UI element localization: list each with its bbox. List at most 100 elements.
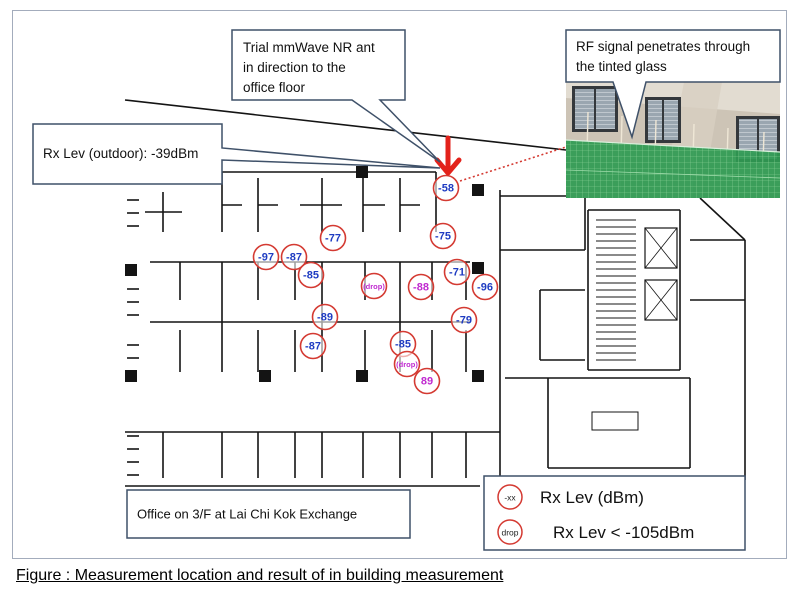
measurement-value: -88	[413, 282, 429, 294]
measurement-value: -89	[317, 312, 333, 324]
measurement-ring	[319, 224, 347, 252]
legend-drop-marker-icon	[497, 519, 523, 545]
legend-drop-item: drop Rx Lev < -105dBm	[497, 519, 694, 545]
measurement-point: -71	[443, 258, 471, 286]
floor-plan-column	[472, 262, 484, 274]
legend-level-marker-icon	[497, 484, 523, 510]
measurement-point: -85	[297, 261, 325, 289]
measurement-value: -77	[325, 233, 341, 245]
floor-plan-lift-cross	[644, 279, 678, 321]
legend-level-marker-text: -xx	[504, 493, 516, 503]
legend-level-item: -xx Rx Lev (dBm)	[497, 484, 644, 510]
measurement-value: -96	[477, 282, 493, 294]
measurement-value: -85	[395, 339, 411, 351]
measurement-value: -87	[286, 252, 302, 264]
legend-level-label: Rx Lev (dBm)	[540, 488, 644, 507]
measurement-ring	[450, 306, 478, 334]
measurement-ring	[280, 243, 308, 271]
floor-plan-room-tag	[591, 411, 639, 431]
measurement-ring	[413, 367, 441, 395]
measurement-ring	[311, 303, 339, 331]
tinted-glass-callout-box	[565, 29, 781, 140]
measurement-ring	[299, 332, 327, 360]
floor-plan-wall	[124, 99, 567, 151]
measurement-point: -75	[429, 222, 457, 250]
scaffold-bar	[565, 169, 781, 179]
measurement-ring	[252, 243, 280, 271]
arrow-down-icon	[434, 135, 462, 176]
measurement-point: -79	[450, 306, 478, 334]
location-label: Office on 3/F at Lai Chi Kok Exchange	[126, 489, 411, 539]
measurement-point: -87	[299, 332, 327, 360]
legend-drop-label: Rx Lev < -105dBm	[553, 523, 694, 542]
measurement-value: -58	[438, 183, 454, 195]
measurement-value: -75	[435, 231, 451, 243]
scaffold-bar	[565, 139, 781, 153]
measurement-value: -79	[456, 315, 472, 327]
measurement-point: -85	[389, 330, 417, 358]
floor-plan-column	[125, 370, 137, 382]
measurement-value: (drop)	[363, 282, 385, 291]
figure-caption: Figure : Measurement location and result…	[16, 567, 504, 584]
measurement-value: (drop)	[396, 360, 418, 369]
tinted-glass-callout: RF signal penetrates through the tinted …	[565, 29, 781, 140]
floor-plan-wall	[699, 197, 746, 241]
floor-plan-column	[125, 264, 137, 276]
legend: -xx Rx Lev (dBm) drop Rx Lev < -105dBm	[483, 475, 746, 551]
floor-plan-column	[259, 370, 271, 382]
measurement-ring	[407, 273, 435, 301]
floor-plan-column	[472, 370, 484, 382]
measurement-value: -97	[258, 252, 274, 264]
signal-path-dotted-line	[459, 146, 567, 182]
antenna-callout-line-1: Trial mmWave NR ant	[243, 40, 375, 55]
measurement-ring	[393, 350, 421, 378]
floor-plan-lift-cross	[644, 227, 678, 269]
outdoor-level-callout-box	[32, 123, 441, 185]
measurement-point: -58	[432, 174, 460, 202]
measurement-ring	[432, 174, 460, 202]
measurement-ring	[471, 273, 499, 301]
tinted-glass-line-1: RF signal penetrates through	[576, 39, 750, 54]
measurement-point: (drop)	[360, 272, 388, 300]
location-label-text: Office on 3/F at Lai Chi Kok Exchange	[137, 507, 357, 522]
figure-frame	[12, 10, 787, 559]
measurement-value: -71	[449, 267, 465, 279]
outdoor-level-text: Rx Lev (outdoor): -39dBm	[43, 146, 198, 161]
floor-plan-column	[472, 184, 484, 196]
floor-plan-lift	[644, 227, 678, 269]
building-window	[645, 97, 681, 143]
floor-plan-column	[356, 370, 368, 382]
netting-mesh	[566, 140, 780, 198]
measurement-value: -87	[305, 341, 321, 353]
measurement-point: -96	[471, 273, 499, 301]
measurement-point: -97	[252, 243, 280, 271]
building-window	[572, 86, 618, 132]
tinted-glass-line-2: the tinted glass	[576, 59, 667, 74]
antenna-callout-box	[231, 29, 441, 163]
measurement-point: -77	[319, 224, 347, 252]
measurement-point: -87	[280, 243, 308, 271]
measurement-ring	[297, 261, 325, 289]
measurement-value: 89	[421, 376, 433, 388]
antenna-callout: Trial mmWave NR ant in direction to the …	[231, 29, 441, 163]
location-label-box	[126, 489, 411, 539]
measurement-points: -58-77-75-97-87-85(drop)-88-71-96-89-79-…	[252, 174, 499, 395]
measurement-point: -88	[407, 273, 435, 301]
outdoor-level-callout: Rx Lev (outdoor): -39dBm	[32, 123, 441, 185]
measurement-ring	[360, 272, 388, 300]
measurement-ring	[443, 258, 471, 286]
legend-drop-marker-text: drop	[501, 528, 518, 538]
building-photo	[565, 82, 781, 199]
measurement-point: (drop)	[393, 350, 421, 378]
measurement-value: -85	[303, 270, 319, 282]
measurement-point: -89	[311, 303, 339, 331]
antenna-callout-line-2: in direction to the	[243, 60, 346, 75]
floor-plan-column	[356, 166, 368, 178]
antenna-callout-line-3: office floor	[243, 80, 306, 95]
measurement-point: 89	[413, 367, 441, 395]
floor-plan-lift	[644, 279, 678, 321]
legend-box	[483, 475, 746, 551]
measurement-ring	[429, 222, 457, 250]
